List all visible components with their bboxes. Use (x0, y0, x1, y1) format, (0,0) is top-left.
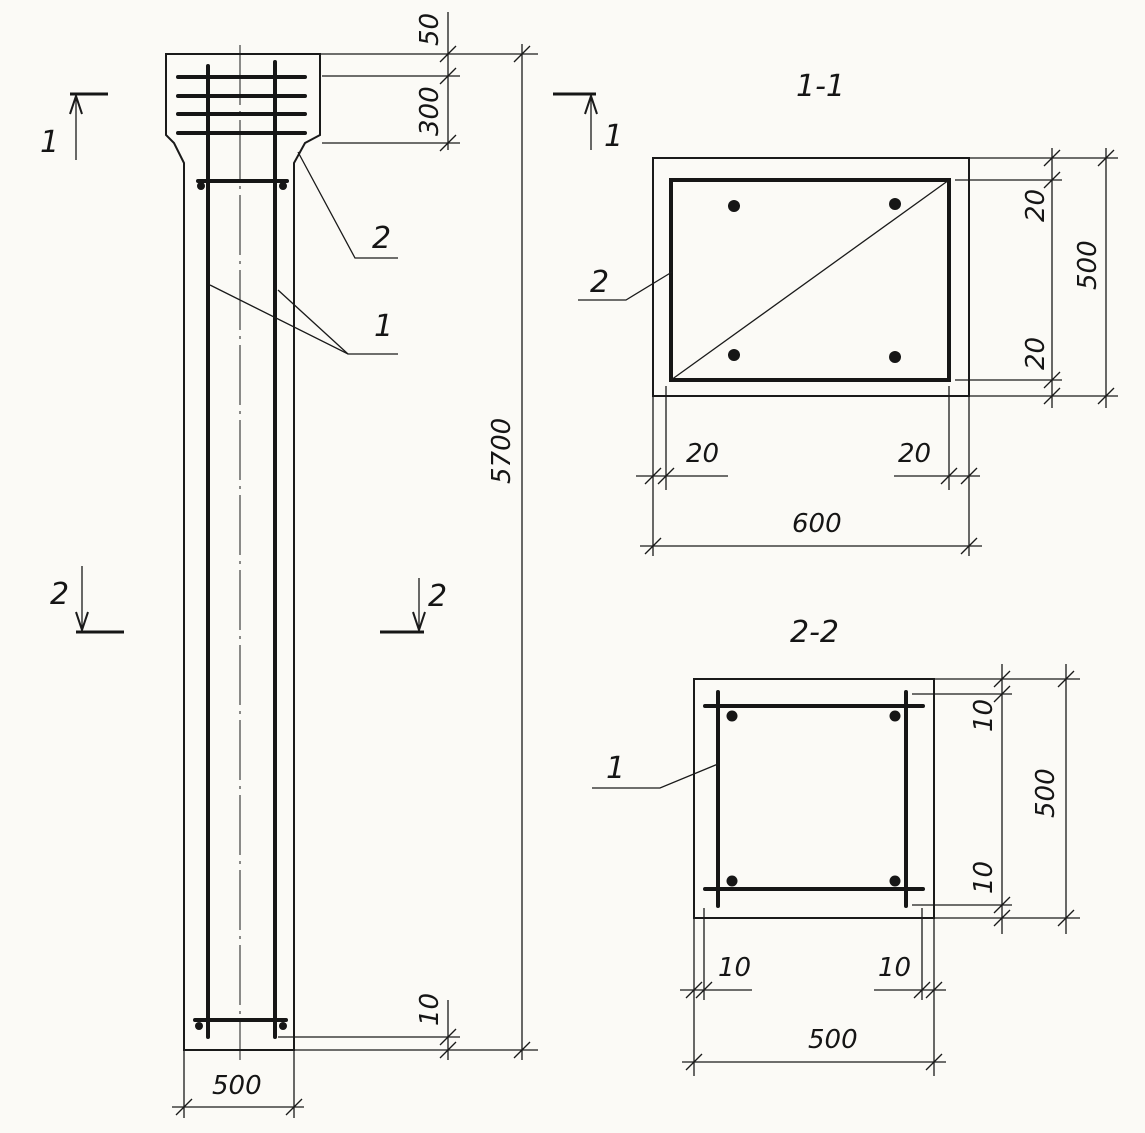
s22-dim-cover-right: 10 (878, 953, 911, 983)
dim-column-width: 500 (212, 1071, 262, 1101)
s22-dim-cover-left: 10 (718, 953, 751, 983)
section-2-2-callout-leader (592, 763, 719, 789)
cut2-left-label: 2 (50, 577, 69, 612)
dim-head-height: 300 (415, 86, 445, 136)
column-height-dimensions: 50 300 5700 10 (278, 12, 538, 1060)
section-1-1-callout-label: 2 (590, 265, 609, 300)
long-bar-callout-leader (209, 284, 398, 355)
section-2-2-callout-label: 1 (606, 751, 625, 786)
bottom-hoop-end (279, 1022, 287, 1030)
long-bar-callout-label: 1 (374, 309, 393, 344)
section-2-2-height-dims: 10 500 10 (912, 664, 1080, 934)
s22-dim-cover-bottom: 10 (969, 861, 999, 894)
dim-total-height: 5700 (487, 418, 517, 484)
section-1-1-bar (728, 349, 740, 361)
section-2-2-bar-end (889, 875, 901, 887)
column-elevation: 2 1 50 300 5700 10 (165, 12, 538, 1118)
section-2-2-bar-end (889, 710, 901, 722)
section-2-2-bar-end (726, 710, 738, 722)
s22-dim-cover-top: 10 (969, 699, 999, 732)
section-1-1-width-dims: 20 20 600 (636, 386, 982, 556)
s11-dim-cover-left: 20 (686, 439, 719, 469)
hoop-callout-leader (297, 151, 398, 259)
bottom-hoop-end (195, 1022, 203, 1030)
column-width-dimension: 500 (172, 1050, 304, 1118)
section-cut-marks: 1 1 2 2 (40, 92, 623, 634)
cut1-right-label: 1 (604, 119, 623, 154)
s11-dim-cover-bottom: 20 (1021, 337, 1051, 370)
s22-dim-height: 500 (1031, 768, 1061, 818)
section-1-1-bar (889, 351, 901, 363)
s22-dim-width: 500 (808, 1025, 858, 1055)
dim-bottom-cover: 10 (415, 993, 445, 1026)
section-1-1-callout-leader (578, 271, 673, 301)
section-1-1: 1-1 2 20 500 20 (578, 69, 1118, 556)
section-1-1-height-dims: 20 500 20 (955, 148, 1118, 408)
s11-dim-width: 600 (792, 509, 842, 539)
top-hoop-end (279, 182, 287, 190)
section-1-1-diagonal (670, 179, 950, 381)
cut1-left-label: 1 (40, 125, 59, 160)
s11-dim-height: 500 (1073, 240, 1103, 290)
section-1-1-hoop (669, 178, 951, 382)
section-2-2-outline (693, 678, 935, 919)
section-2-2-bar-end (726, 875, 738, 887)
section-1-1-bar (889, 198, 901, 210)
section-2-2-width-dims: 10 10 500 (680, 908, 946, 1076)
section-2-2-title: 2-2 (790, 615, 839, 650)
section-1-1-title: 1-1 (796, 69, 845, 104)
section-2-2: 2-2 1 10 500 10 (592, 615, 1080, 1076)
long-bar-callout-leader (277, 289, 349, 355)
hoop-callout-label: 2 (372, 221, 391, 256)
dim-top-cover: 50 (415, 13, 445, 46)
s11-dim-cover-right: 20 (898, 439, 931, 469)
section-1-1-bar (728, 200, 740, 212)
section-1-1-outline (652, 157, 970, 397)
s11-dim-cover-top: 20 (1021, 189, 1051, 222)
top-hoop-end (197, 182, 205, 190)
column-outline (165, 53, 321, 1051)
cut2-right-label: 2 (428, 579, 447, 614)
